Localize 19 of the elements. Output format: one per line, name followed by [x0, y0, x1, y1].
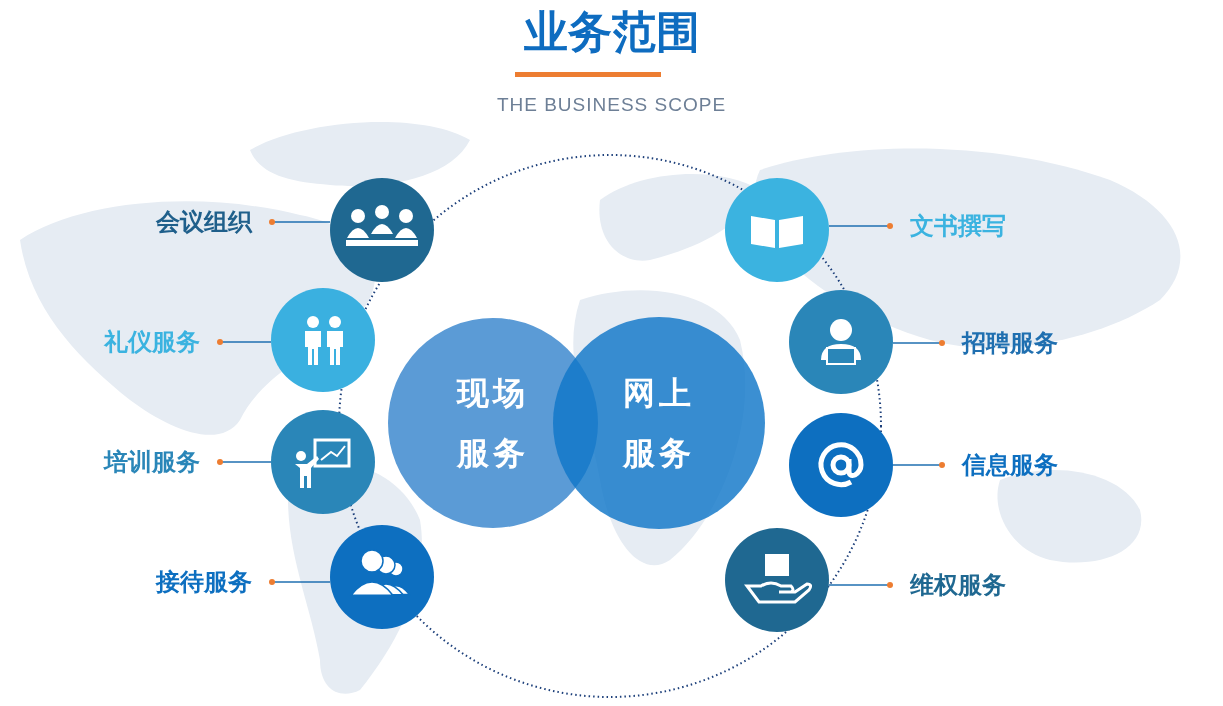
service-label: 接待服务: [156, 567, 272, 597]
subtitle: THE BUSINESS SCOPE: [496, 94, 727, 115]
service-label: 信息服务: [942, 450, 1058, 480]
leader-line: [828, 582, 893, 588]
service-label: 礼仪服务: [104, 327, 220, 357]
leader-line: [269, 579, 331, 585]
service-label: 招聘服务: [942, 328, 1058, 358]
title: 业务范围: [523, 7, 700, 56]
leader-line: [269, 219, 331, 225]
service-circle: 网上服务: [553, 317, 765, 529]
leader-line: [892, 462, 945, 468]
leader-line: [828, 223, 893, 229]
service-label: 培训服务: [104, 447, 220, 477]
service-label: 会议组织: [156, 207, 272, 237]
leader-line: [217, 459, 272, 465]
service-label: 文书撰写: [890, 211, 1006, 241]
leader-line: [217, 339, 272, 345]
leader-line: [892, 340, 945, 346]
service-label: 维权服务: [890, 570, 1006, 600]
